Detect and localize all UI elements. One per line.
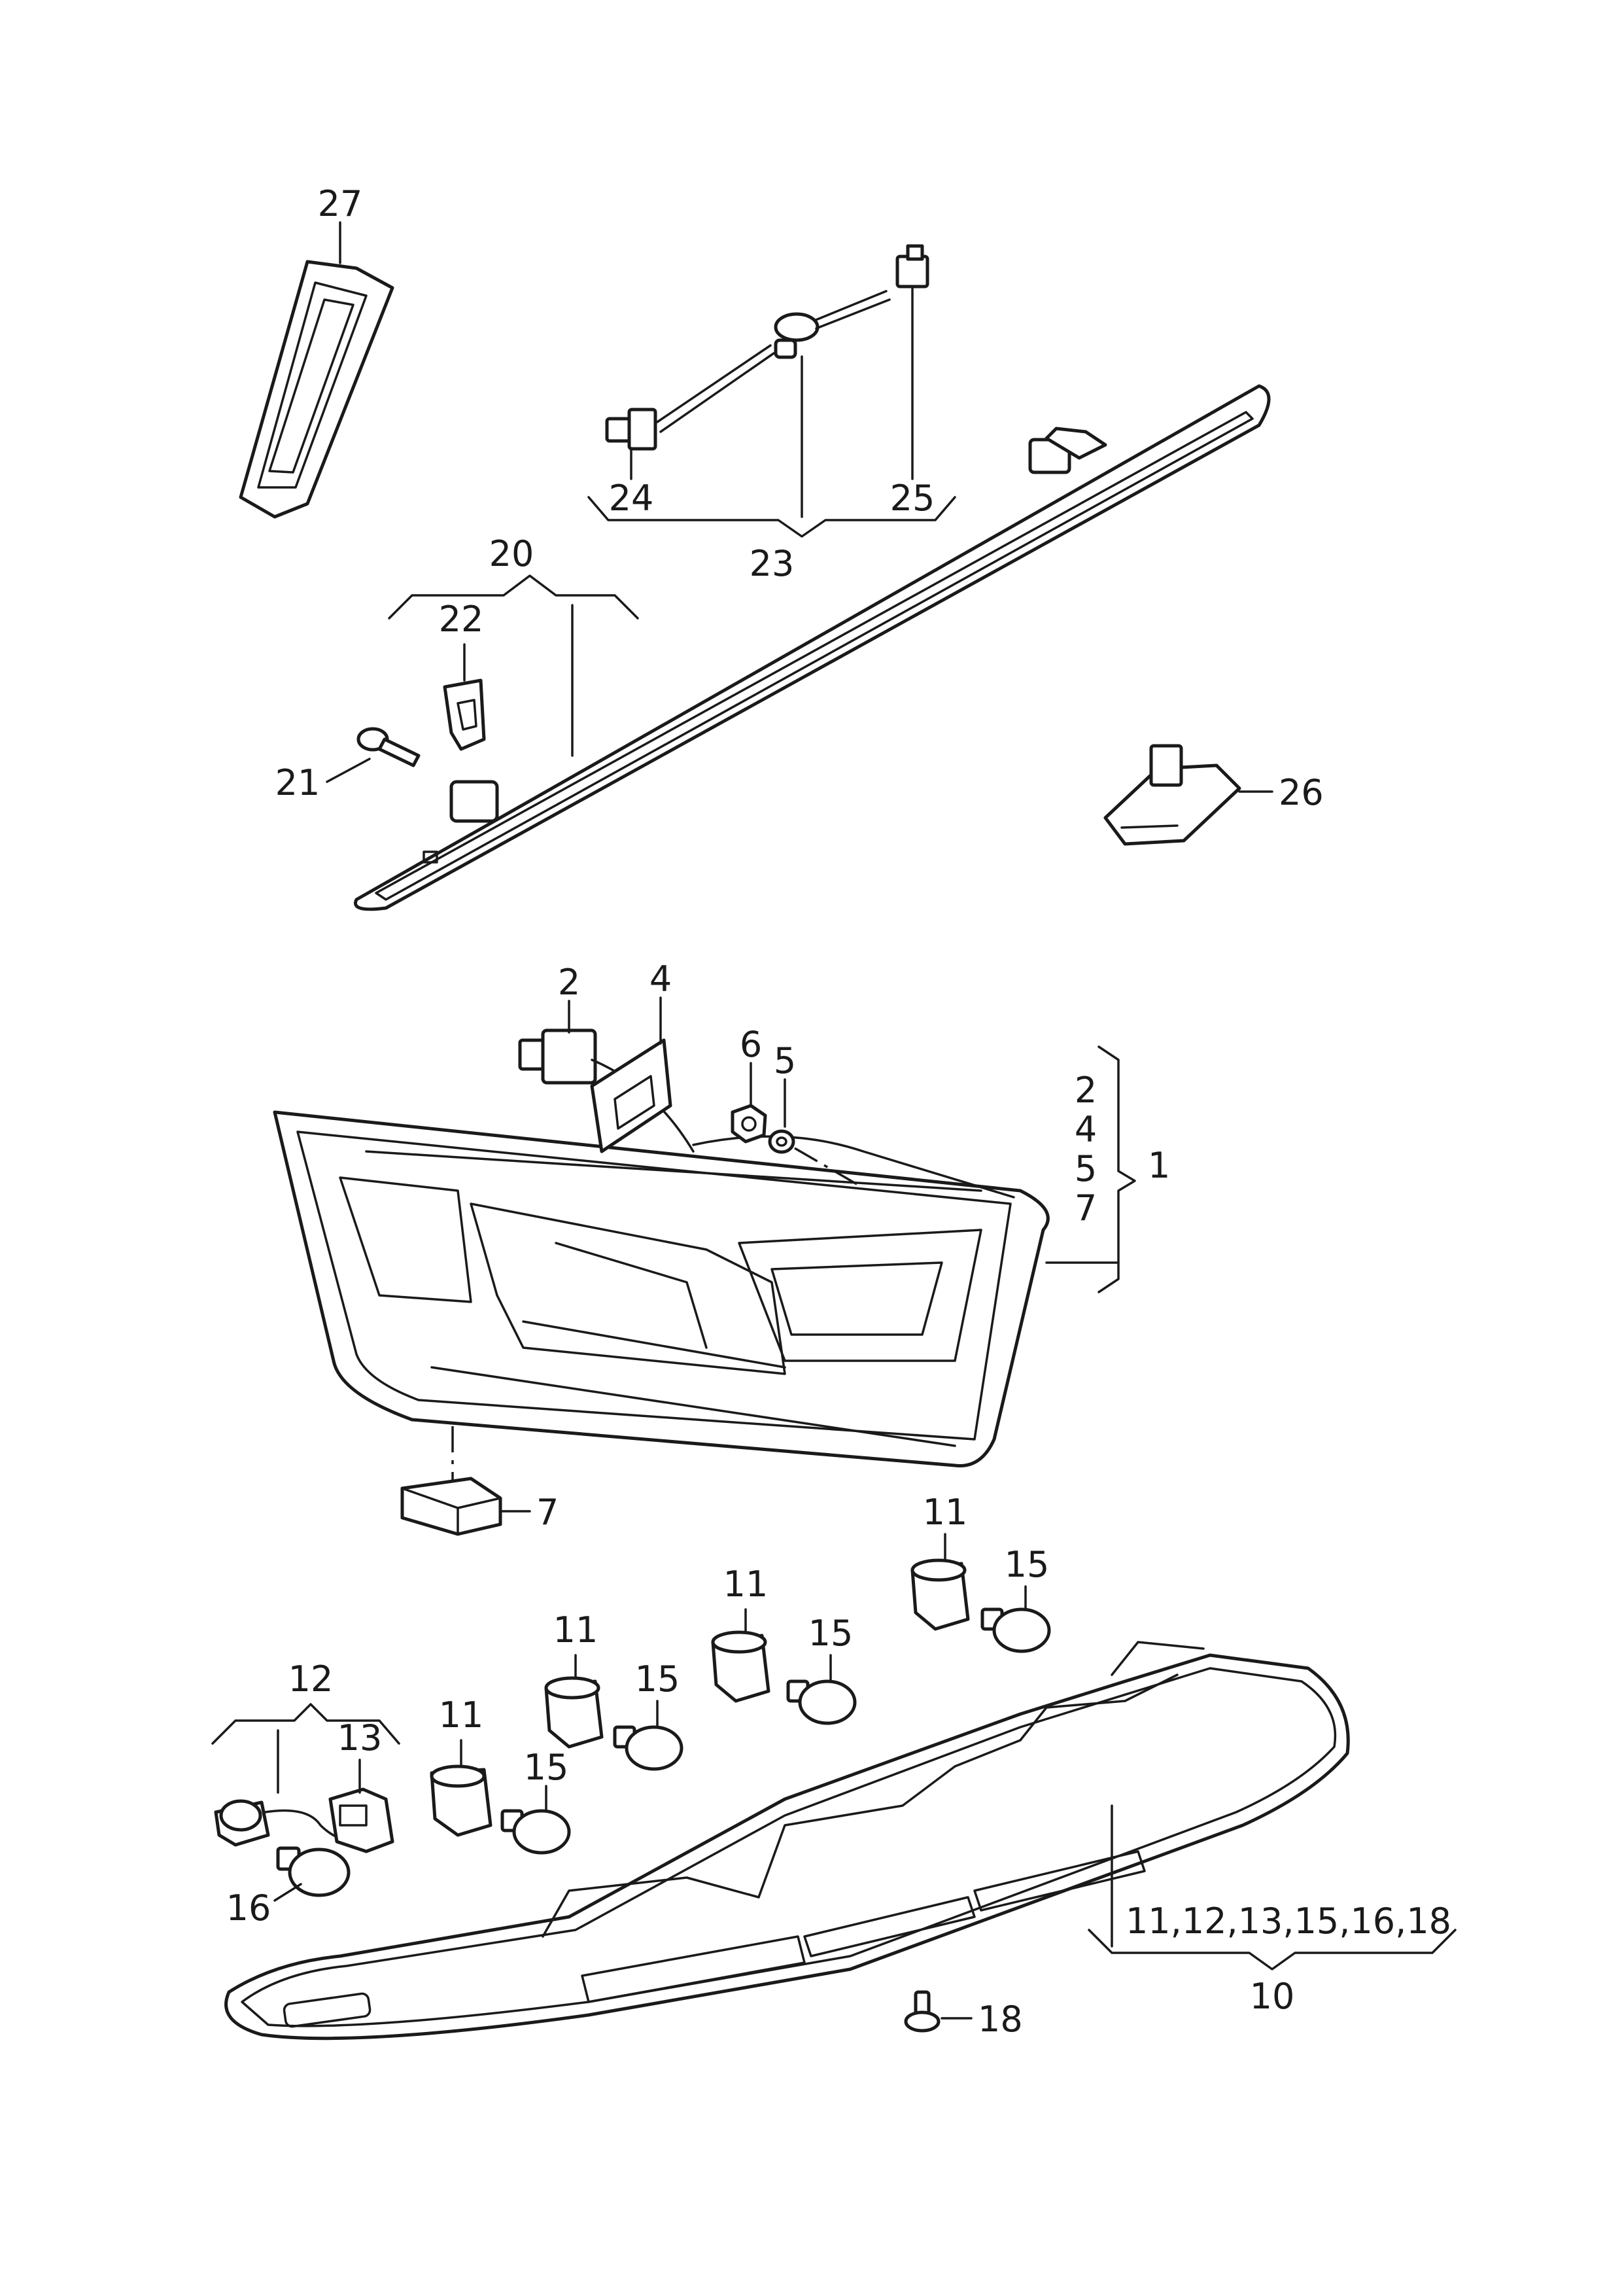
label-27: 27 — [318, 183, 363, 224]
group-label-7: 7 — [1075, 1187, 1097, 1229]
bulb-part-15-b — [613, 1725, 683, 1771]
label-5: 5 — [774, 1040, 796, 1081]
bulb-holder-part-11-c — [711, 1630, 770, 1703]
screw-part-18 — [904, 1990, 941, 2033]
label-7: 7 — [536, 1492, 559, 1533]
label-24: 24 — [609, 478, 654, 519]
bulb-holder-part-11-b — [544, 1676, 604, 1749]
plate-light-part-26 — [1103, 744, 1241, 846]
kit-label-10: 11,12,13,15,16,18 — [1126, 1901, 1451, 1942]
bracket-1 — [1097, 1045, 1136, 1293]
label-4: 4 — [649, 958, 672, 1000]
label-16: 16 — [226, 1887, 271, 1929]
label-21: 21 — [275, 762, 320, 803]
label-18: 18 — [978, 1999, 1023, 2040]
group-label-2: 2 — [1075, 1070, 1097, 1111]
label-6: 6 — [740, 1024, 762, 1065]
label-22: 22 — [439, 599, 484, 640]
washer-part-5 — [768, 1129, 795, 1154]
group-label-5: 5 — [1075, 1148, 1097, 1189]
bulb-part-16 — [276, 1846, 351, 1897]
label-11-b: 11 — [553, 1609, 598, 1651]
label-25: 25 — [890, 478, 935, 519]
label-13: 13 — [337, 1717, 383, 1759]
label-15-c: 15 — [808, 1613, 854, 1654]
lower-light-part-10 — [224, 1641, 1350, 2041]
label-23: 23 — [750, 543, 795, 584]
label-2: 2 — [558, 962, 580, 1003]
label-12: 12 — [288, 1658, 334, 1700]
label-11-d: 11 — [923, 1492, 968, 1533]
gasket-part-4 — [590, 1038, 672, 1153]
connector-part-13 — [328, 1787, 394, 1853]
group-label-4: 4 — [1075, 1109, 1097, 1150]
bulb-holder-part-11-d — [910, 1558, 970, 1631]
bulb-part-15-c — [786, 1679, 857, 1725]
bulb-holder-part-11-a — [430, 1764, 492, 1837]
label-20: 20 — [489, 533, 534, 574]
label-26: 26 — [1279, 772, 1324, 813]
assembly-axis — [794, 1147, 857, 1185]
light-strip-part-20 — [354, 384, 1271, 911]
label-10: 10 — [1250, 1976, 1295, 2017]
label-15-a: 15 — [524, 1747, 569, 1788]
bracket-12 — [211, 1703, 400, 1745]
screw-part-21 — [356, 727, 421, 767]
label-11-c: 11 — [723, 1564, 769, 1605]
foam-pad-part-7 — [400, 1477, 502, 1536]
bracket-10 — [1088, 1929, 1457, 1971]
clip-part-22 — [443, 678, 486, 751]
bracket-20 — [388, 574, 639, 620]
wiring-harness-part-23 — [605, 244, 929, 451]
label-15-b: 15 — [635, 1658, 680, 1700]
bracket-23 — [587, 496, 956, 538]
bulb-part-15-d — [980, 1607, 1051, 1653]
bulb-part-15-a — [500, 1809, 571, 1855]
label-11-a: 11 — [439, 1694, 484, 1736]
tail-light-part-1 — [273, 1110, 1050, 1467]
label-15-d: 15 — [1005, 1544, 1050, 1585]
label-1: 1 — [1148, 1145, 1170, 1186]
nut-part-6 — [731, 1104, 767, 1144]
side-reflector-part-27 — [239, 260, 394, 519]
